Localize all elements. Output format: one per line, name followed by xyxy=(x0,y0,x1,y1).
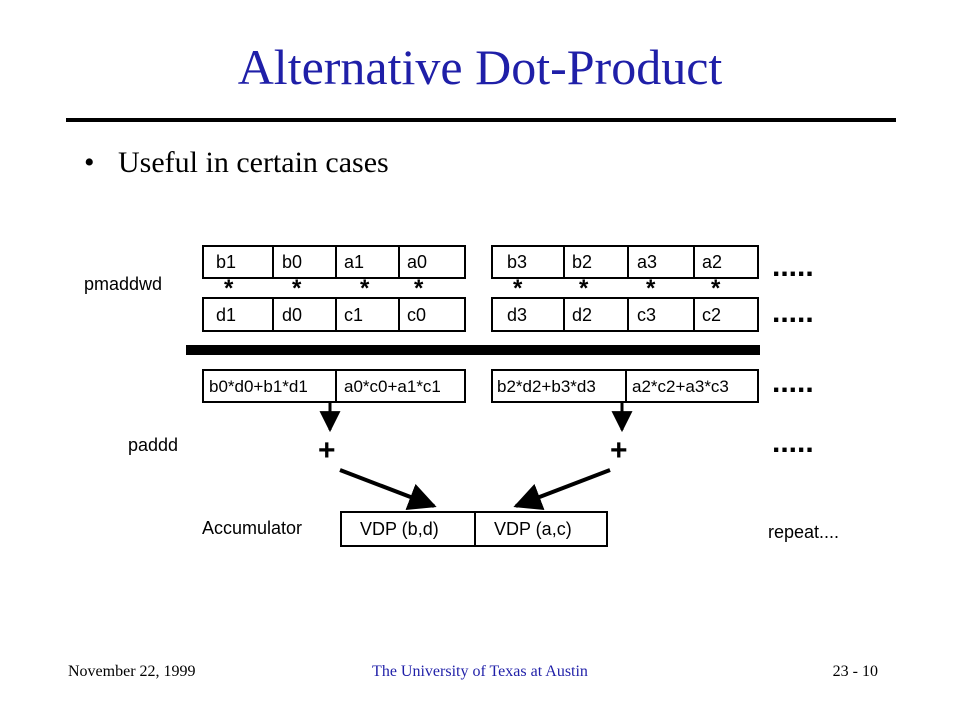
cell-d2-text: d2 xyxy=(572,305,592,325)
cell-c2 xyxy=(693,297,759,332)
multiply-icon: * xyxy=(646,275,656,302)
cell-a-c-sum-text: a0*c0+a1*c1 xyxy=(344,377,441,396)
diagonal-arrow-icon xyxy=(339,468,437,511)
cell-a-c-sum-2-text: a2*c2+a3*c3 xyxy=(632,377,729,396)
diagonal-arrow-icon xyxy=(513,468,611,511)
footer-institution: The University of Texas at Austin xyxy=(372,663,588,680)
cell-b1-text: b1 xyxy=(216,252,236,272)
ellipsis-icon: ..... xyxy=(772,296,814,329)
cell-b3-text: b3 xyxy=(507,252,527,272)
slide-title: Alternative Dot-Product xyxy=(237,39,723,95)
cell-d1 xyxy=(202,297,274,332)
cell-d2 xyxy=(563,297,629,332)
cell-a2 xyxy=(693,245,759,279)
ellipsis-icon: ..... xyxy=(772,250,814,283)
cell-b0-text: b0 xyxy=(282,252,302,272)
cell-c2-text: c2 xyxy=(702,305,721,325)
operand-row-1: b1 b0 a1 a0 b3 b2 a3 a2 xyxy=(202,245,759,279)
plus-icon: + xyxy=(610,434,628,467)
product-row: b0*d0+b1*d1 a0*c0+a1*c1 b2*d2+b3*d3 a2*c… xyxy=(202,369,759,403)
result-separator-bar xyxy=(186,345,760,355)
cell-b-d-sum-2 xyxy=(491,369,627,403)
cell-a2-text: a2 xyxy=(702,252,722,272)
multiply-icon: * xyxy=(579,275,589,302)
multiply-icon: * xyxy=(414,275,424,302)
operand-row-2: d1 d0 c1 c0 d3 d2 c3 c2 xyxy=(202,297,759,332)
repeat-label: repeat.... xyxy=(768,522,839,542)
cell-a1-text: a1 xyxy=(344,252,364,272)
cell-a3 xyxy=(627,245,695,279)
cell-a0-text: a0 xyxy=(407,252,427,272)
cell-c0-text: c0 xyxy=(407,305,426,325)
multiply-markers: * * * * * * * * xyxy=(224,275,721,302)
footer-page-number: 23 - 10 xyxy=(832,663,878,680)
cell-b2-text: b2 xyxy=(572,252,592,272)
multiply-icon: * xyxy=(360,275,370,302)
cell-a3-text: a3 xyxy=(637,252,657,272)
cell-a1 xyxy=(335,245,400,279)
multiply-icon: * xyxy=(513,275,523,302)
cell-d0-text: d0 xyxy=(282,305,302,325)
multiply-icon: * xyxy=(224,275,234,302)
pmaddwd-label: pmaddwd xyxy=(84,274,162,294)
cell-a0 xyxy=(398,245,466,279)
plus-icon: + xyxy=(318,434,336,467)
cell-a-c-sum-2 xyxy=(625,369,759,403)
accumulator-cell-bd-text: VDP (b,d) xyxy=(360,519,439,539)
bullet-text: Useful in certain cases xyxy=(118,146,389,179)
multiply-icon: * xyxy=(292,275,302,302)
accumulator-row: VDP (b,d) VDP (a,c) xyxy=(340,511,608,547)
accumulator-cell-ac-text: VDP (a,c) xyxy=(494,519,572,539)
cell-c1-text: c1 xyxy=(344,305,363,325)
accumulator-label: Accumulator xyxy=(202,518,302,538)
ellipsis-icon: ..... xyxy=(772,366,814,399)
footer-date: November 22, 1999 xyxy=(68,663,196,680)
cell-d3 xyxy=(491,297,565,332)
cell-d1-text: d1 xyxy=(216,305,236,325)
continuation-ellipses: ..... ..... ..... ..... xyxy=(772,250,814,459)
title-divider xyxy=(66,118,896,122)
cell-a-c-sum xyxy=(335,369,466,403)
accumulator-cell-ac xyxy=(474,511,608,547)
cell-d3-text: d3 xyxy=(507,305,527,325)
cell-b-d-sum-text: b0*d0+b1*d1 xyxy=(209,377,308,396)
cell-b-d-sum-2-text: b2*d2+b3*d3 xyxy=(497,377,596,396)
paddd-label: paddd xyxy=(128,435,178,455)
ellipsis-icon: ..... xyxy=(772,426,814,459)
multiply-icon: * xyxy=(711,275,721,302)
cell-b1 xyxy=(202,245,274,279)
bullet-dot-icon: • xyxy=(84,146,95,179)
cell-b3 xyxy=(491,245,565,279)
bullet-item: • Useful in certain cases xyxy=(84,148,389,178)
cell-c3-text: c3 xyxy=(637,305,656,325)
cell-c0 xyxy=(398,297,466,332)
